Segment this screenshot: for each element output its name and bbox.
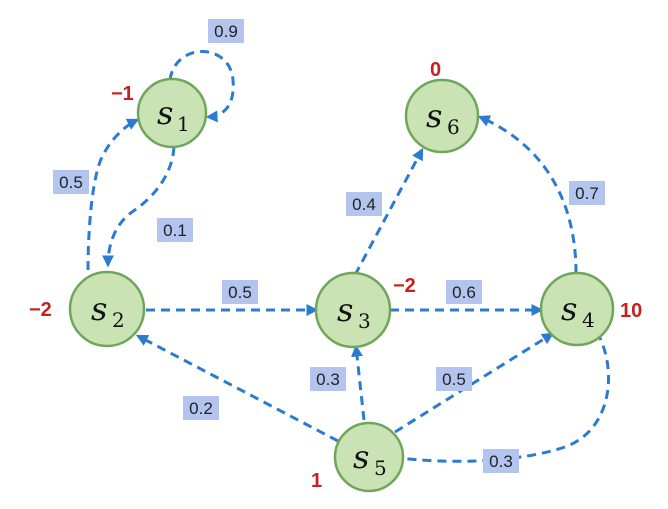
edge-label-s4-s5: 0.3 bbox=[483, 449, 519, 473]
reward-s4: 10 bbox=[620, 300, 642, 322]
edge-label-s2-s1: 0.5 bbox=[53, 170, 89, 194]
edge-s5-s2 bbox=[135, 334, 339, 443]
edge-label-s5-s3: 0.3 bbox=[310, 367, 346, 391]
svg-text:s: s bbox=[353, 438, 369, 476]
svg-text:4: 4 bbox=[582, 308, 595, 332]
svg-text:s: s bbox=[426, 97, 442, 135]
edge-label-s2-s3: 0.5 bbox=[222, 280, 258, 304]
rewards: −1 −2 −2 10 1 0 bbox=[29, 59, 642, 492]
edge-labels: 0.9 0.1 0.5 0.5 0.4 0.6 0.7 0.3 bbox=[53, 19, 605, 473]
svg-text:s: s bbox=[337, 291, 353, 329]
svg-text:0.6: 0.6 bbox=[452, 283, 476, 302]
edge-label-s3-s4: 0.6 bbox=[446, 280, 482, 304]
reward-s2: −2 bbox=[29, 299, 52, 321]
edges bbox=[86, 50, 610, 465]
node-s5: s 5 bbox=[333, 421, 405, 493]
edge-s2-s1 bbox=[86, 118, 140, 271]
svg-text:0.5: 0.5 bbox=[442, 370, 466, 389]
svg-text:0.7: 0.7 bbox=[575, 184, 599, 203]
edge-label-s4-s6: 0.7 bbox=[569, 181, 605, 205]
svg-text:s: s bbox=[91, 290, 107, 328]
svg-text:0.4: 0.4 bbox=[352, 195, 376, 214]
edge-label-s3-s6: 0.4 bbox=[346, 192, 382, 216]
node-s2: s 2 bbox=[68, 270, 146, 348]
edge-label-s5-s2: 0.2 bbox=[183, 396, 219, 420]
edge-s1-s1 bbox=[168, 50, 235, 123]
svg-text:3: 3 bbox=[358, 309, 371, 333]
edge-label-s5-s4: 0.5 bbox=[436, 367, 472, 391]
svg-text:0.9: 0.9 bbox=[214, 22, 238, 41]
node-s1: s 1 bbox=[136, 77, 208, 149]
node-s4: s 4 bbox=[539, 271, 615, 347]
svg-text:0.5: 0.5 bbox=[228, 283, 252, 302]
edge-s4-s5 bbox=[389, 331, 610, 465]
edge-s4-s6 bbox=[477, 115, 578, 274]
svg-text:0.3: 0.3 bbox=[316, 370, 340, 389]
svg-text:1: 1 bbox=[177, 112, 190, 136]
svg-text:s: s bbox=[561, 290, 577, 328]
svg-text:0.1: 0.1 bbox=[163, 221, 187, 240]
edge-s5-s3 bbox=[351, 344, 366, 421]
reward-s6: 0 bbox=[430, 59, 441, 81]
svg-text:6: 6 bbox=[447, 115, 460, 139]
nodes: s 1 s 2 s 3 s 4 s 5 s 6 bbox=[68, 77, 615, 493]
svg-text:0.3: 0.3 bbox=[489, 452, 513, 471]
node-s6: s 6 bbox=[404, 78, 480, 154]
reward-s5: 1 bbox=[311, 470, 322, 492]
svg-text:0.5: 0.5 bbox=[59, 173, 83, 192]
edge-s5-s4 bbox=[394, 332, 555, 434]
edge-label-s1-s2: 0.1 bbox=[157, 218, 193, 242]
reward-s1: −1 bbox=[111, 83, 134, 105]
svg-text:0.2: 0.2 bbox=[189, 399, 213, 418]
edge-s1-s2 bbox=[102, 146, 176, 268]
edge-s3-s6 bbox=[353, 147, 424, 276]
svg-text:2: 2 bbox=[112, 308, 125, 332]
svg-text:s: s bbox=[157, 94, 173, 132]
node-s3: s 3 bbox=[314, 271, 392, 349]
reward-s3: −2 bbox=[393, 275, 416, 297]
edge-label-s1-s1: 0.9 bbox=[208, 19, 244, 43]
svg-text:5: 5 bbox=[374, 456, 387, 480]
